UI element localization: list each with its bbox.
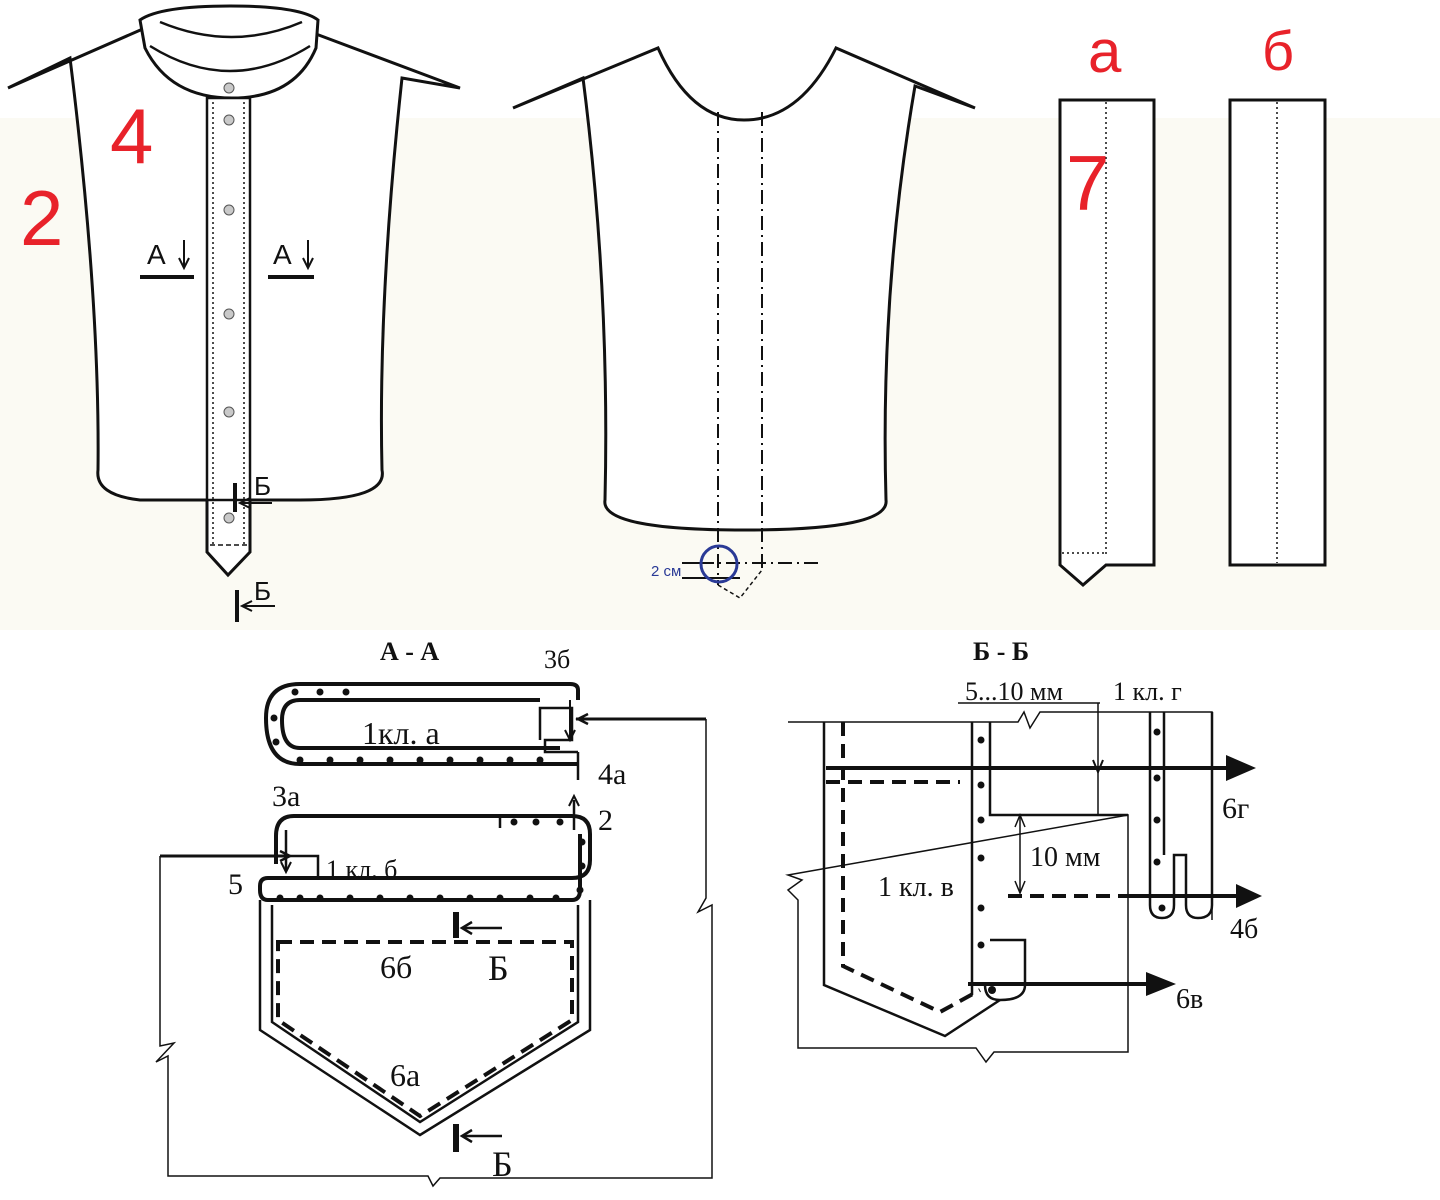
pocket-inner-outline [270,905,580,1124]
placket [205,96,252,502]
button [223,512,235,524]
label-5: 5 [228,868,243,901]
pocket-dashed-line [276,940,574,1119]
button [223,308,235,320]
detail-circle [699,544,739,584]
upper-fold [263,682,580,766]
section-a-left-label: А [147,239,166,270]
letter-a: а [1088,18,1122,85]
placket-strips: а б 7 [1058,18,1327,587]
label-3b: 3б [544,645,570,674]
dimension-2cm: 2 см [651,563,681,580]
label-1kl-g: 1 кл. г [1113,677,1182,706]
fold-end-piece [983,938,1027,1002]
label-B-upper: Б [488,948,509,988]
collar-inner-neckline [159,20,303,39]
arrow-down-head [1092,759,1104,775]
button [223,114,235,126]
label-6b: 6б [380,949,412,985]
arrow-left-head [575,712,589,726]
letter-b: б [1262,19,1294,82]
middle-fold [258,814,592,902]
arrow-down-head [178,257,190,271]
label-6a: 6а [390,1057,420,1093]
upper-fold-inner [279,698,560,750]
arrow-2-head [568,793,580,807]
arrow-3a-head [280,861,292,875]
label-B-lower: Б [492,1144,513,1184]
label-6v: 6в [1176,984,1203,1015]
placket-layer-stitches [977,736,996,994]
middle-right-tab [498,814,572,828]
strip-a-outline [1058,98,1156,587]
arrow-left-head [239,600,253,612]
label-2: 2 [598,804,613,837]
arrow-3b-head [564,729,576,743]
section-a-a: А - А 3б 1кл. а 4а [155,637,713,1188]
arrow-6v-head [1146,972,1176,996]
section-marker-a-right: А [268,239,314,279]
dim-10mm-arrow-top [1014,813,1026,828]
upper-right-tab [538,706,578,754]
right-piece-stitches [1153,728,1166,912]
arrow-4b-head [1236,884,1262,908]
label-1kl-v: 1 кл. в [878,872,954,903]
arrow-6g-head [1226,755,1256,781]
arrow-left-head [237,497,251,509]
button-row [223,82,235,524]
front-panel-dashed [841,722,981,1015]
middle-fold-inner [268,834,582,902]
label-4a: 4а [598,758,626,791]
section-marker-b-upper: Б [233,471,272,512]
button [223,82,235,94]
section-aa-title: А - А [380,637,439,666]
label-4b: 4б [1230,914,1258,945]
arrow-left-head [459,1128,473,1144]
collar-outer-neckline [149,44,311,73]
front-view: 2 4 А А Б Б [7,4,461,622]
arrow-left-head [459,920,473,936]
upper-fold-stitches [270,688,544,764]
middle-fold-stitches [276,818,586,902]
back-view: 2 см [512,46,976,599]
arrow-down-head [302,257,314,271]
part-number-4: 4 [110,92,153,180]
part-number-7: 7 [1066,139,1109,227]
button [223,406,235,418]
section-b-upper-label: Б [254,471,271,501]
label-6g: 6г [1222,792,1249,825]
outer-break-outline [785,710,1213,1064]
section-b-lower-label: Б [254,576,271,606]
right-folded-piece [1148,712,1214,920]
arrow-right-head [279,849,293,863]
button [223,204,235,216]
lower-left-tab [268,854,320,880]
label-10mm: 10 мм [1030,842,1101,873]
pocket-outline [258,900,592,1137]
section-a-right-label: А [273,239,292,270]
dim-10mm-arrow-bottom [1014,880,1026,895]
collar-stand [138,4,320,100]
placket-tip-outline [717,569,763,599]
front-panel-outer [822,722,1001,1038]
label-1kl-a: 1кл. а [362,715,440,751]
section-marker-b-lower: Б [235,576,275,622]
label-5-10mm: 5...10 мм [965,677,1063,706]
section-b-b: Б - Б 5...10 мм 1 кл. г 6в 1 кл. в 10 мм [785,637,1262,1064]
label-1kl-b: 1 кл. б [326,855,397,884]
label-3a: 3а [272,780,300,813]
section-marker-a-left: А [140,239,194,279]
part-number-2: 2 [20,174,63,262]
break-outline [155,719,713,1188]
section-bb-title: Б - Б [973,637,1029,666]
